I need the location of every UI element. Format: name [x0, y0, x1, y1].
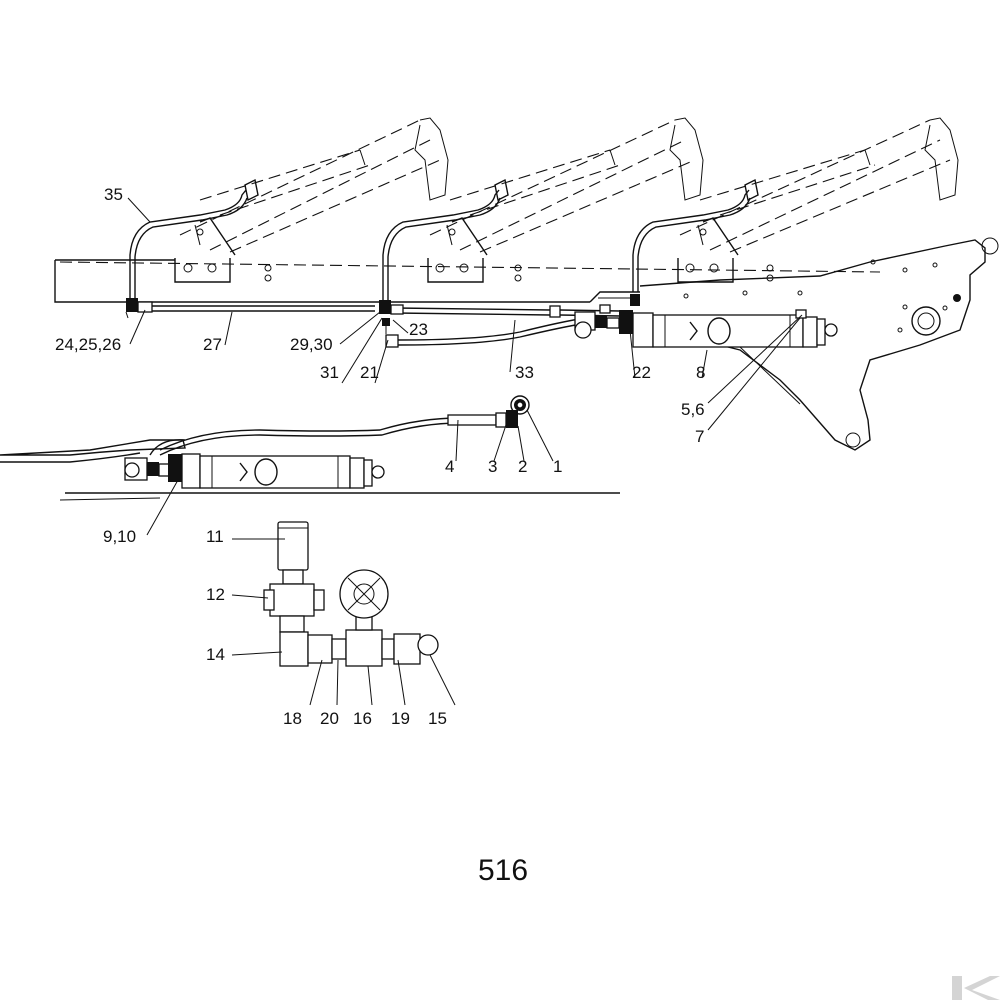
- pipe-27-33: [140, 305, 621, 346]
- label-4: 4: [445, 457, 454, 476]
- label-2: 2: [518, 457, 527, 476]
- body-assembly-2: [427, 117, 704, 283]
- label-20: 20: [320, 709, 339, 728]
- brand-logo-icon: [952, 976, 1000, 1000]
- valve-block-22: [574, 294, 640, 339]
- label-12: 12: [206, 585, 225, 604]
- label-33: 33: [515, 363, 534, 382]
- label-7: 7: [695, 427, 704, 446]
- callout-labels: 35 24,25,26 27 29,30 23 31 21 33 22 8 5,…: [55, 185, 705, 728]
- label-27: 27: [203, 335, 222, 354]
- label-5-6: 5,6: [681, 400, 705, 419]
- cylinder-8: [632, 309, 838, 405]
- label-1: 1: [553, 457, 562, 476]
- hose-4-assembly: [159, 395, 530, 456]
- label-3: 3: [488, 457, 497, 476]
- side-plate: [639, 237, 999, 451]
- fitting-29-30-31: [379, 300, 404, 348]
- label-9-10: 9,10: [103, 527, 136, 546]
- label-21: 21: [360, 363, 379, 382]
- valve-assembly-detail: [263, 521, 439, 667]
- hose-35-group: [129, 189, 751, 305]
- label-16: 16: [353, 709, 372, 728]
- label-22: 22: [632, 363, 651, 382]
- label-23: 23: [409, 320, 428, 339]
- label-24-25-26: 24,25,26: [55, 335, 121, 354]
- label-14: 14: [206, 645, 225, 664]
- body-assembly-1: [174, 117, 449, 283]
- label-18: 18: [283, 709, 302, 728]
- label-8: 8: [696, 363, 705, 382]
- leader-lines: [127, 197, 803, 706]
- fitting-24-25-26: [125, 298, 153, 319]
- body-assembly-3: [677, 117, 959, 283]
- label-31: 31: [320, 363, 339, 382]
- label-11: 11: [206, 527, 224, 546]
- label-19: 19: [391, 709, 410, 728]
- figure-number: 516: [478, 854, 528, 887]
- cylinder-9-10: [124, 439, 385, 489]
- label-29-30: 29,30: [290, 335, 333, 354]
- label-35: 35: [104, 185, 123, 204]
- lower-frame: [0, 439, 620, 501]
- label-15: 15: [428, 709, 447, 728]
